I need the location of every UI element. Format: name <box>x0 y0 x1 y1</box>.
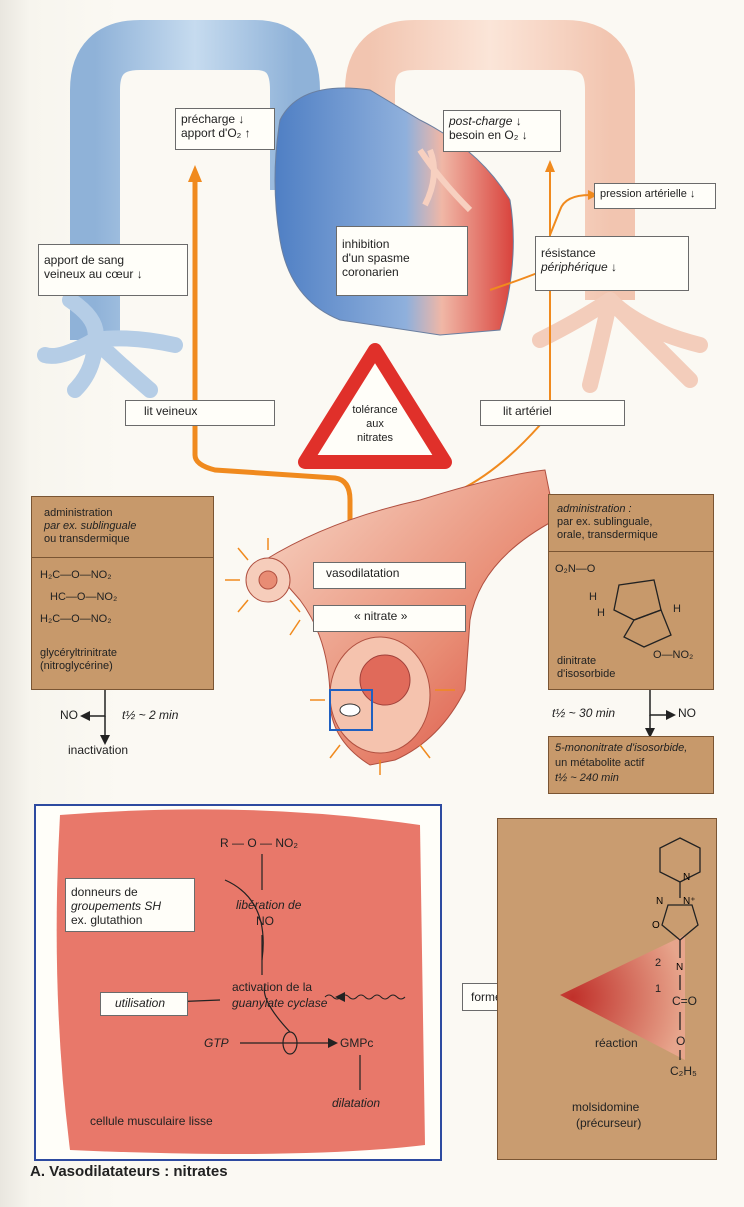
molsi-num1: 1 <box>655 982 661 996</box>
svg-text:O: O <box>652 920 660 931</box>
molsi-c-o: C=O <box>672 994 697 1008</box>
molsi-name-2: (précurseur) <box>576 1116 641 1130</box>
molsi-num2: 2 <box>655 956 661 970</box>
svg-text:N⁺: N⁺ <box>683 896 696 907</box>
svg-text:N: N <box>656 896 663 907</box>
molsi-name-1: molsidomine <box>572 1100 639 1114</box>
molsi-c2h5: C₂H₅ <box>670 1064 697 1078</box>
molsi-o: O <box>676 1034 685 1048</box>
svg-text:N: N <box>676 962 683 973</box>
molsi-reaction: réaction <box>595 1036 638 1050</box>
figure-caption: A. Vasodilatateurs : nitrates <box>30 1163 228 1180</box>
svg-text:N: N <box>683 872 690 883</box>
